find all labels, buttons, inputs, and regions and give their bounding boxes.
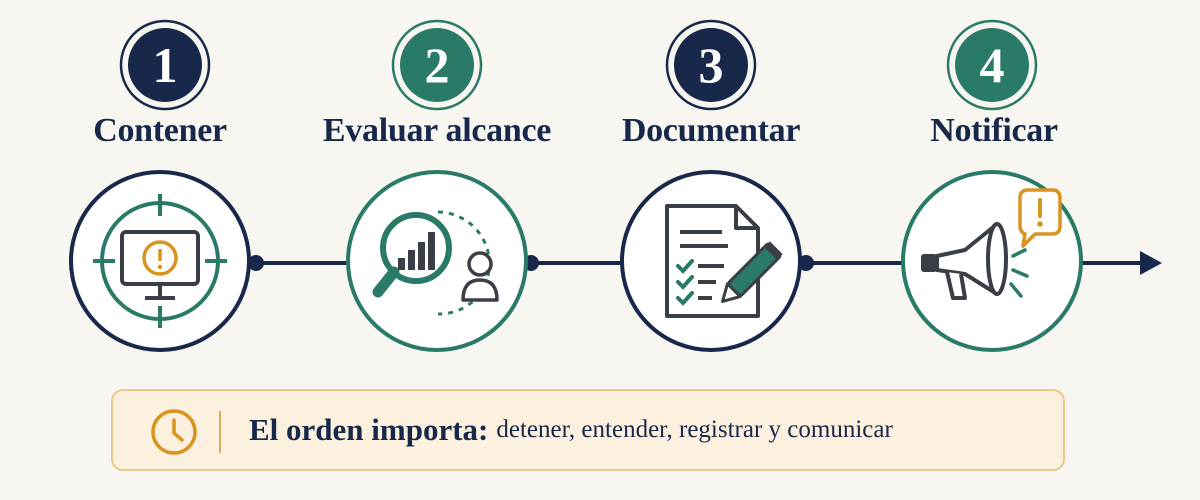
document-checklist-icon: [665, 204, 783, 318]
magnifier-chart-icon: [372, 210, 499, 316]
step-4-number-badge: 4: [946, 19, 1038, 111]
banner-text: El orden importa: detener, entender, reg…: [249, 391, 893, 469]
banner-divider: [219, 411, 221, 453]
step-2-icon-circle: [346, 170, 528, 352]
step-2-number-badge: 2: [391, 19, 483, 111]
step-3-number-badge: 3: [665, 19, 757, 111]
step-4-label: Notificar: [930, 112, 1058, 149]
step-1-number: 1: [152, 37, 178, 93]
connector-dot: [248, 255, 264, 271]
arrow-head-icon: [1140, 251, 1162, 275]
banner-detail: detener, entender, registrar y comunicar: [496, 416, 893, 443]
order-matters-banner: El orden importa: detener, entender, reg…: [111, 389, 1065, 471]
step-3-icon-circle: [620, 170, 802, 352]
connector-dot: [798, 255, 814, 271]
step-4-icon-circle: [901, 170, 1083, 352]
step-2-label: Evaluar alcance: [322, 112, 552, 149]
megaphone-alert-icon: [921, 188, 1062, 300]
step-3-label: Documentar: [621, 112, 801, 149]
step-1-label: Contener: [93, 112, 227, 149]
monitor-alert-icon: [93, 194, 227, 328]
step-4-number: 4: [979, 37, 1005, 93]
step-3-number: 3: [698, 37, 724, 93]
clock-icon: [151, 409, 197, 455]
step-1-icon-circle: [69, 170, 251, 352]
step-1-number-badge: 1: [119, 19, 211, 111]
banner-heading: El orden importa:: [249, 412, 489, 447]
step-2-number: 2: [424, 37, 450, 93]
